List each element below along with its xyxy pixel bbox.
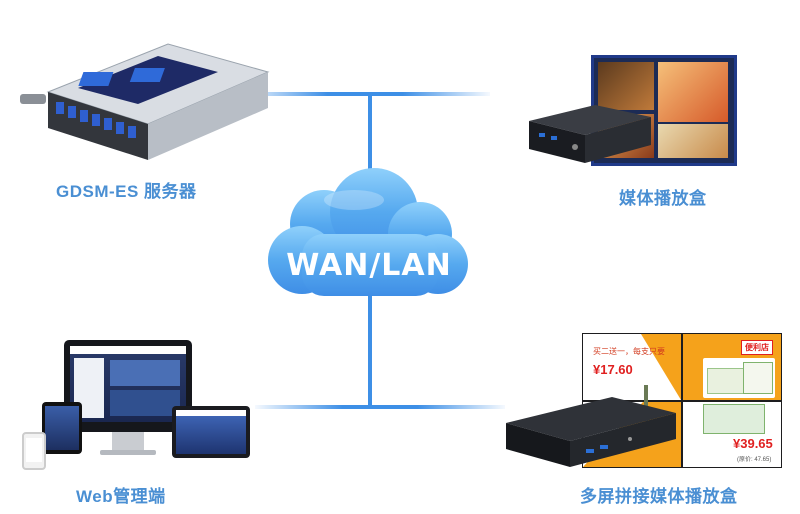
splice-player-box bbox=[500, 375, 680, 475]
vertical-link-top bbox=[368, 94, 372, 224]
rack-server bbox=[18, 32, 278, 162]
store-badge: 便利店 bbox=[741, 340, 773, 355]
promo-text: 买二送一，每支只要 bbox=[593, 347, 665, 356]
media-player-box bbox=[525, 55, 737, 175]
cloud-label: WAN/LAN bbox=[286, 248, 452, 283]
media-box-caption: 媒体播放盒 bbox=[619, 189, 707, 208]
laptop-device bbox=[172, 406, 250, 458]
wall-panel-bottom-right: ¥39.65 (原价: 47.65) bbox=[683, 402, 781, 467]
wall-panel-top-right: 便利店 bbox=[683, 334, 781, 400]
player-box-icon bbox=[529, 105, 651, 163]
cloud-network: WAN/LAN bbox=[262, 162, 476, 312]
web-admin-devices bbox=[22, 340, 262, 470]
splice-box-caption: 多屏拼接媒体播放盒 bbox=[580, 487, 738, 506]
phone-device bbox=[22, 432, 46, 470]
vertical-link-bottom bbox=[368, 290, 372, 408]
price-right: ¥39.65 bbox=[733, 436, 773, 451]
bottom-horizontal-link bbox=[255, 405, 505, 409]
cloud-icon bbox=[268, 168, 468, 296]
rack-server-icon bbox=[20, 43, 270, 160]
price-left: ¥17.60 bbox=[593, 362, 633, 377]
web-admin-caption: Web管理端 bbox=[76, 487, 166, 506]
price-note: (原价: 47.65) bbox=[737, 457, 772, 463]
splice-player-icon bbox=[506, 385, 676, 467]
server-caption: GDSM-ES 服务器 bbox=[56, 182, 197, 201]
tablet-device bbox=[42, 402, 82, 454]
wall-panel-promo: 买二送一，每支只要 ¥17.60 bbox=[583, 334, 681, 400]
top-horizontal-link bbox=[240, 92, 490, 96]
desktop-monitor bbox=[64, 340, 192, 432]
